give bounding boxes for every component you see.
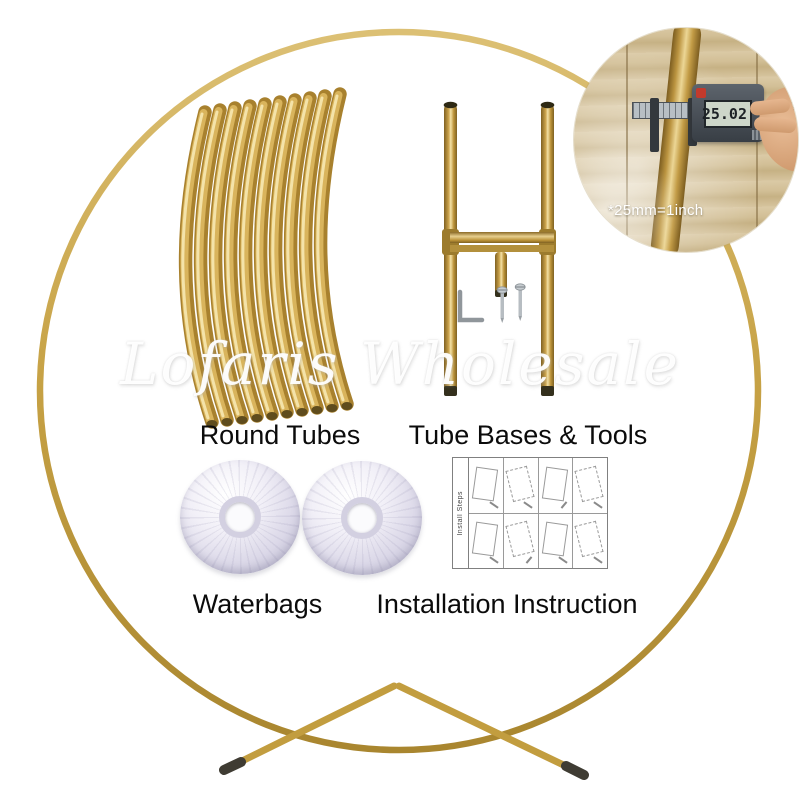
installation-label: Installation Instruction (376, 589, 638, 619)
sheet-side-label: Install Steps (457, 490, 464, 536)
waterbag-hole (341, 497, 383, 539)
caliper-red-button (696, 88, 706, 98)
stand-ring (36, 28, 762, 754)
sheet-step (538, 513, 573, 568)
crossbar-lower (450, 245, 554, 252)
waterbag-left (180, 460, 300, 574)
screw-2 (514, 283, 526, 321)
sheet-step (503, 458, 538, 513)
round-tubes-bundle (160, 80, 420, 450)
caliper-body: 25.02 (692, 84, 764, 142)
sheet-step (469, 513, 503, 568)
stand-left-leg (232, 682, 398, 768)
wood-seam (626, 28, 628, 252)
tube-base-assembly (442, 101, 556, 396)
sheet-side-strip: Install Steps (453, 458, 469, 568)
waterbags-label: Waterbags (192, 589, 323, 619)
sheet-step (573, 513, 607, 568)
allen-key-icon (457, 289, 485, 323)
caliper-thumb-roller (752, 130, 764, 140)
stand-right-foot (561, 761, 589, 780)
sheet-step (538, 458, 573, 513)
caliper-left-jaw (650, 98, 659, 152)
tube-stack (183, 94, 353, 428)
right-pole-cap (540, 101, 555, 109)
center-stub (495, 252, 507, 296)
stand-left-foot (219, 757, 246, 775)
sheet-step (469, 458, 503, 513)
waterbag-right (302, 461, 422, 575)
finger (753, 116, 797, 134)
sheet-step (503, 513, 538, 568)
left-pole-tip (444, 386, 457, 396)
waterbag-hole (219, 496, 261, 538)
right-pole-tip (541, 386, 554, 396)
tube-measurement-inset: 25.02 *25mm=1inch (574, 28, 798, 252)
sheet-step (573, 458, 607, 513)
stand-right-leg (395, 682, 580, 775)
crossbar (450, 232, 554, 243)
tube-bases-tools-label: Tube Bases & Tools (408, 420, 648, 450)
inset-caption: *25mm=1inch (608, 202, 704, 219)
round-tubes-label: Round Tubes (199, 420, 361, 450)
caliper-display: 25.02 (702, 100, 752, 128)
screw-1 (496, 286, 508, 323)
sheet-step-grid (469, 458, 607, 568)
installation-instruction-sheet: Install Steps (452, 457, 608, 569)
left-pole-cap (443, 101, 458, 109)
